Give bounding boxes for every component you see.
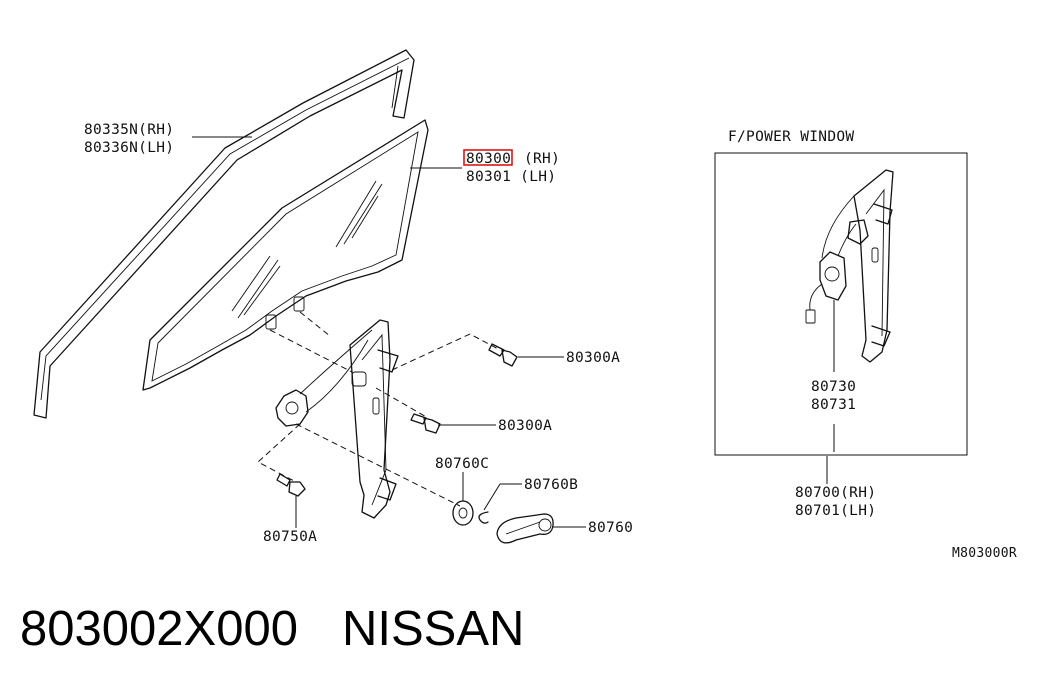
sash-molding: [33, 49, 415, 419]
label-washer: 80760C: [435, 456, 489, 472]
highlight-box: [463, 149, 513, 166]
label-glass-lh: 80301 (LH): [466, 169, 556, 185]
door-glass: [142, 119, 429, 391]
label-molding-rh: 80335N(RH): [84, 122, 174, 138]
window-regulator: [275, 319, 399, 519]
label-regulator-lh: 80701(LH): [795, 503, 876, 519]
label-clip: 80760B: [524, 477, 578, 493]
parts-diagram: 80335N(RH) 80336N(LH) 80300 (RH) 80301 (…: [33, 49, 1017, 561]
brand-name: NISSAN: [341, 602, 525, 656]
label-molding-lh: 80336N(LH): [84, 140, 174, 156]
label-motor-a: 80730: [811, 379, 856, 395]
power-window-inset: [714, 152, 968, 484]
leader-lines: [192, 136, 586, 528]
bolt-left: [276, 473, 306, 497]
part-number: 803002X000: [20, 602, 298, 656]
label-glass-rh-code[interactable]: 80300: [466, 151, 511, 167]
label-bolt-lower: 80300A: [498, 418, 552, 434]
bolt-upper: [488, 343, 518, 367]
bolt-lower: [410, 413, 441, 434]
label-glass-rh-side: (RH): [524, 151, 560, 167]
window-crank-handle: [496, 513, 554, 544]
label-figure-code: M803000R: [952, 546, 1017, 561]
label-bolt-upper: 80300A: [566, 350, 620, 366]
label-motor-b: 80731: [811, 397, 856, 413]
part-caption: 803002X000 NISSAN: [20, 597, 524, 661]
label-handle: 80760: [588, 520, 633, 536]
clip: [478, 511, 489, 524]
label-bolt-left: 80750A: [263, 529, 317, 545]
label-power-title: F/POWER WINDOW: [728, 129, 854, 145]
label-regulator-rh: 80700(RH): [795, 485, 876, 501]
washer: [452, 500, 474, 526]
